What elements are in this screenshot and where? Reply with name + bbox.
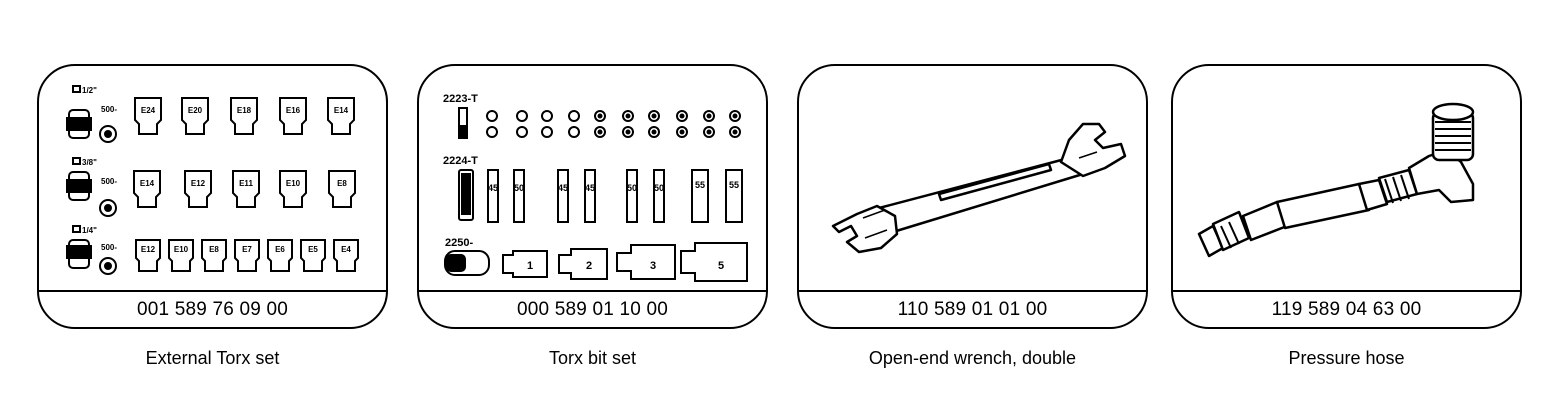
long-torx-bit-icon xyxy=(725,169,743,223)
prefix-label: 500- xyxy=(101,105,117,114)
small-torx-bit-centers xyxy=(597,113,738,135)
socket-size-label: E8 xyxy=(337,179,347,188)
socket-size-label: E11 xyxy=(239,179,253,188)
torx-socket-size-3-icon xyxy=(616,244,676,280)
socket-size-label: E6 xyxy=(275,245,285,254)
torx-gear-icon xyxy=(99,199,117,217)
torx-socket-icon xyxy=(168,239,194,272)
bit-size-label: 45 xyxy=(558,183,568,193)
small-torx-bit-icons xyxy=(486,110,741,138)
part-number: 110 589 01 01 00 xyxy=(897,299,1048,320)
socket-size-label: E10 xyxy=(174,245,189,254)
long-torx-bit-icon xyxy=(557,169,569,223)
bit-size-label: 55 xyxy=(695,180,705,190)
pressure-hose-icon xyxy=(1197,102,1475,258)
series-label: 2223-T xyxy=(443,93,478,105)
torx-gear-icon xyxy=(99,125,117,143)
drive-size-label: 1/4" xyxy=(82,226,97,235)
bit-size-label: 45 xyxy=(488,183,498,193)
socket-size-label: 1 xyxy=(527,260,533,272)
socket-size-label: E7 xyxy=(242,245,252,254)
long-torx-bit-icon xyxy=(653,169,665,223)
torx-socket-icon xyxy=(234,239,260,272)
adapter-band-icon xyxy=(66,117,92,131)
series-label: 2224-T xyxy=(443,155,478,167)
tool-card-open-end-wrench: 110 589 01 01 00 xyxy=(797,64,1148,329)
drive-square-icon xyxy=(72,157,81,165)
drive-size-label: 1/2" xyxy=(82,86,97,95)
socket-size-label: E5 xyxy=(308,245,318,254)
socket-size-label: E14 xyxy=(334,106,349,115)
bit-size-label: 55 xyxy=(729,180,739,190)
prefix-label: 500- xyxy=(101,243,117,252)
card-divider xyxy=(799,290,1146,292)
torx-socket-icon xyxy=(327,97,355,135)
drive-size-label: 3/8" xyxy=(82,158,97,167)
card-divider xyxy=(1173,290,1520,292)
socket-size-label: E16 xyxy=(286,106,301,115)
socket-size-label: 2 xyxy=(586,260,592,272)
long-torx-bit-icon xyxy=(691,169,709,223)
torx-socket-icon xyxy=(135,239,161,272)
card-divider xyxy=(419,290,766,292)
external-torx-set-illustration: 1/2" 3/8" 1/4" 500- 500- 500- E24 E20 E1… xyxy=(66,85,359,275)
socket-size-label: E14 xyxy=(140,179,155,188)
torx-socket-icon xyxy=(133,170,161,208)
torx-socket-icon xyxy=(230,97,258,135)
tool-card-torx-bit-set: 2223-T 2224-T 2250- xyxy=(417,64,768,329)
tool-caption: External Torx set xyxy=(145,348,280,368)
bit-size-label: 50 xyxy=(654,183,664,193)
long-torx-bit-icon xyxy=(513,169,525,223)
socket-size-label: E4 xyxy=(341,245,351,254)
open-end-wrench-icon xyxy=(831,122,1127,254)
socket-size-label: E24 xyxy=(141,106,156,115)
tool-caption: Pressure hose xyxy=(1288,348,1405,368)
torx-socket-icon xyxy=(181,97,209,135)
tool-card-pressure-hose: 119 589 04 63 00 xyxy=(1171,64,1522,329)
torx-socket-icon xyxy=(134,97,162,135)
torx-socket-icon xyxy=(300,239,326,272)
torx-socket-icon xyxy=(267,239,293,272)
series-label: 2250- xyxy=(445,237,473,249)
socket-size-label: E8 xyxy=(209,245,219,254)
torx-bit-set-illustration: 2223-T 2224-T 2250- xyxy=(443,93,748,282)
card-divider xyxy=(39,290,386,292)
tool-caption: Torx bit set xyxy=(548,348,637,368)
socket-size-label: E18 xyxy=(237,106,252,115)
torx-socket-size-1-icon xyxy=(502,250,548,278)
part-number: 119 589 04 63 00 xyxy=(1271,299,1422,320)
socket-size-label: E12 xyxy=(141,245,156,254)
torx-socket-size-2-icon xyxy=(558,248,608,280)
socket-size-label: E12 xyxy=(191,179,206,188)
long-torx-bit-icon xyxy=(626,169,638,223)
torx-socket-size-5-icon xyxy=(680,242,748,282)
bit-size-label: 45 xyxy=(585,183,595,193)
torx-socket-icon xyxy=(201,239,227,272)
long-torx-bit-icon xyxy=(584,169,596,223)
drive-square-icon xyxy=(72,85,81,93)
torx-socket-icon xyxy=(184,170,212,208)
bit-size-label: 50 xyxy=(514,183,524,193)
socket-size-label: 3 xyxy=(650,260,656,272)
part-number: 000 589 01 10 00 xyxy=(516,299,669,320)
torx-gear-icon xyxy=(99,257,117,275)
part-number: 001 589 76 09 00 xyxy=(136,299,289,320)
socket-size-label: 5 xyxy=(718,260,724,272)
long-torx-bit-icon xyxy=(487,169,499,223)
bit-size-label: 50 xyxy=(627,183,637,193)
torx-socket-icon xyxy=(328,170,356,208)
socket-size-label: E20 xyxy=(188,106,203,115)
torx-socket-icon xyxy=(333,239,359,272)
tool-caption: Open-end wrench, double xyxy=(868,348,1077,368)
prefix-label: 500- xyxy=(101,177,117,186)
torx-socket-icon xyxy=(232,170,260,208)
torx-socket-icon xyxy=(279,97,307,135)
socket-size-label: E10 xyxy=(286,179,301,188)
tool-card-external-torx-set: 1/2" 3/8" 1/4" 500- 500- 500- E24 E20 E1… xyxy=(37,64,388,329)
drive-square-icon xyxy=(72,225,81,233)
torx-socket-icon xyxy=(279,170,307,208)
